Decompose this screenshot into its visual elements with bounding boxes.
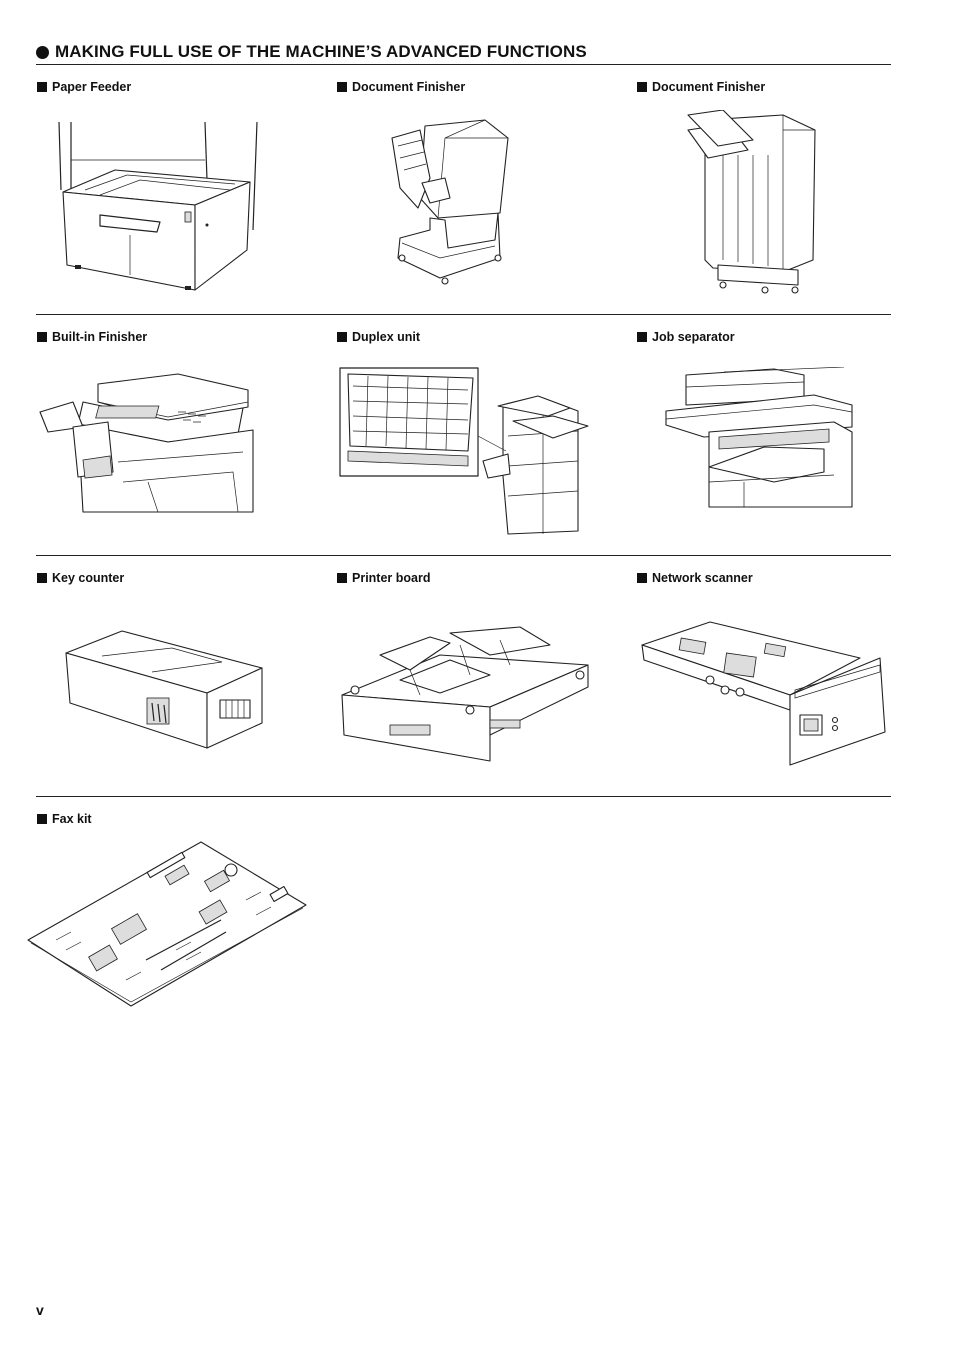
square-bullet-icon — [337, 573, 347, 583]
network-scanner-illustration — [640, 620, 888, 768]
duplex-unit-illustration — [338, 366, 593, 538]
page-title: MAKING FULL USE OF THE MACHINE’S ADVANCE… — [36, 40, 891, 65]
document-finisher-tall-illustration — [683, 110, 823, 300]
square-bullet-icon — [337, 82, 347, 92]
item-label-paper-feeder: Paper Feeder — [37, 80, 131, 94]
page-number: v — [36, 1302, 44, 1318]
document-finisher-illustration — [390, 118, 515, 290]
circle-bullet-icon — [36, 45, 49, 59]
square-bullet-icon — [637, 573, 647, 583]
key-counter-illustration — [62, 628, 267, 750]
item-label-job-separator: Job separator — [637, 330, 735, 344]
fax-kit-illustration — [26, 840, 308, 1010]
item-label-document-finisher: Document Finisher — [337, 80, 465, 94]
page-title-text: MAKING FULL USE OF THE MACHINE’S ADVANCE… — [55, 42, 587, 61]
section-divider — [36, 314, 891, 315]
printer-board-illustration — [340, 625, 592, 763]
square-bullet-icon — [337, 332, 347, 342]
square-bullet-icon — [637, 82, 647, 92]
square-bullet-icon — [37, 82, 47, 92]
square-bullet-icon — [37, 814, 47, 824]
paper-feeder-illustration — [55, 120, 265, 295]
item-label-document-finisher-2: Document Finisher — [637, 80, 765, 94]
item-label-duplex-unit: Duplex unit — [337, 330, 420, 344]
built-in-finisher-illustration — [38, 372, 264, 517]
square-bullet-icon — [37, 332, 47, 342]
square-bullet-icon — [637, 332, 647, 342]
square-bullet-icon — [37, 573, 47, 583]
item-label-built-in-finisher: Built-in Finisher — [37, 330, 147, 344]
section-divider — [36, 555, 891, 556]
section-divider — [36, 796, 891, 797]
item-label-printer-board: Printer board — [337, 571, 431, 585]
job-separator-illustration — [664, 367, 856, 512]
item-label-network-scanner: Network scanner — [637, 571, 753, 585]
item-label-key-counter: Key counter — [37, 571, 124, 585]
item-label-fax-kit: Fax kit — [37, 812, 92, 826]
